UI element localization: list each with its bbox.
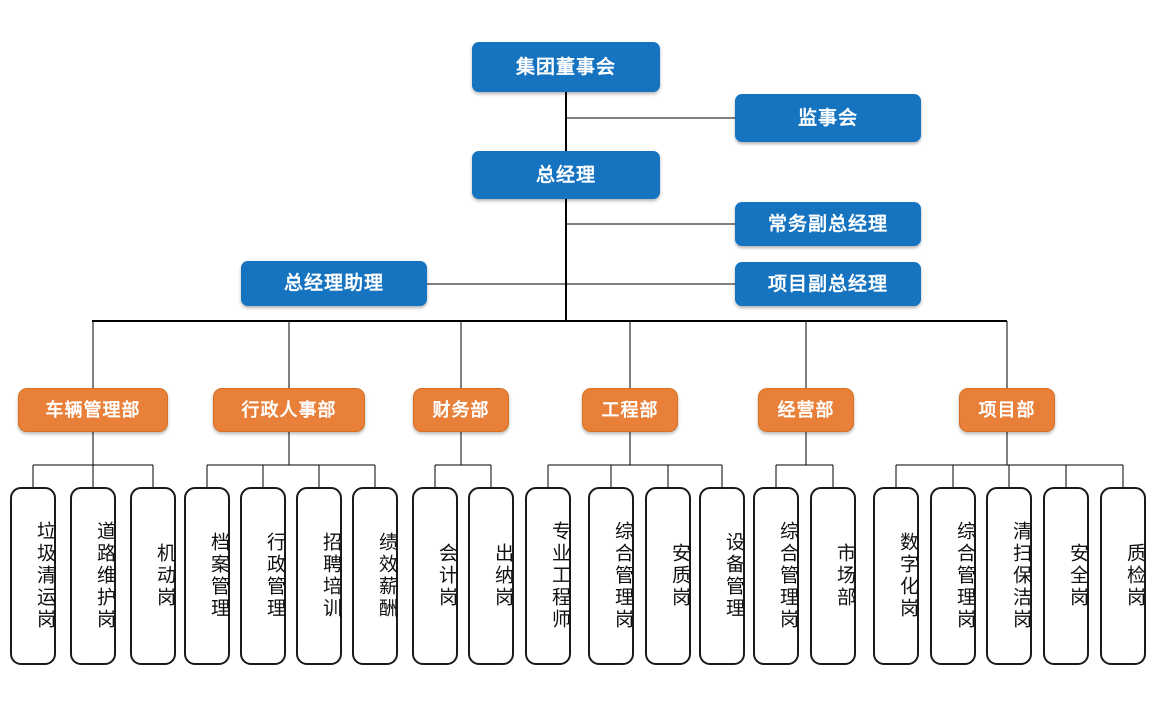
department-node-finance[interactable]: 财务部 (413, 388, 509, 432)
post-node-engineering-3[interactable]: 设备管理 (699, 487, 745, 665)
post-node-admin-hr-0[interactable]: 档案管理 (184, 487, 230, 665)
post-node-engineering-2[interactable]: 安质岗 (645, 487, 691, 665)
post-node-project-1[interactable]: 综合管理岗 (930, 487, 976, 665)
department-node-vehicle[interactable]: 车辆管理部 (18, 388, 168, 432)
post-node-engineering-0[interactable]: 专业工程师 (525, 487, 571, 665)
post-node-operations-1[interactable]: 市场部 (810, 487, 856, 665)
post-node-engineering-1[interactable]: 综合管理岗 (588, 487, 634, 665)
department-node-project[interactable]: 项目部 (959, 388, 1055, 432)
post-node-admin-hr-3[interactable]: 绩效薪酬 (352, 487, 398, 665)
post-node-vehicle-0[interactable]: 垃圾清运岗 (10, 487, 56, 665)
post-node-admin-hr-2[interactable]: 招聘培训 (296, 487, 342, 665)
post-node-admin-hr-1[interactable]: 行政管理 (240, 487, 286, 665)
department-node-operations[interactable]: 经营部 (758, 388, 854, 432)
post-node-finance-1[interactable]: 出纳岗 (468, 487, 514, 665)
exec-node-project-vp[interactable]: 项目副总经理 (735, 262, 921, 306)
exec-node-gm[interactable]: 总经理 (472, 151, 660, 199)
post-node-project-2[interactable]: 清扫保洁岗 (986, 487, 1032, 665)
post-node-operations-0[interactable]: 综合管理岗 (753, 487, 799, 665)
post-node-project-0[interactable]: 数字化岗 (873, 487, 919, 665)
post-node-finance-0[interactable]: 会计岗 (412, 487, 458, 665)
exec-node-board[interactable]: 集团董事会 (472, 42, 660, 92)
post-node-project-3[interactable]: 安全岗 (1043, 487, 1089, 665)
post-node-project-4[interactable]: 质检岗 (1100, 487, 1146, 665)
exec-node-exec-vp[interactable]: 常务副总经理 (735, 202, 921, 246)
department-node-admin-hr[interactable]: 行政人事部 (213, 388, 365, 432)
post-node-vehicle-1[interactable]: 道路维护岗 (70, 487, 116, 665)
exec-node-supervisors[interactable]: 监事会 (735, 94, 921, 142)
department-node-engineering[interactable]: 工程部 (582, 388, 678, 432)
exec-node-gm-assistant[interactable]: 总经理助理 (241, 261, 427, 306)
post-node-vehicle-2[interactable]: 机动岗 (130, 487, 176, 665)
